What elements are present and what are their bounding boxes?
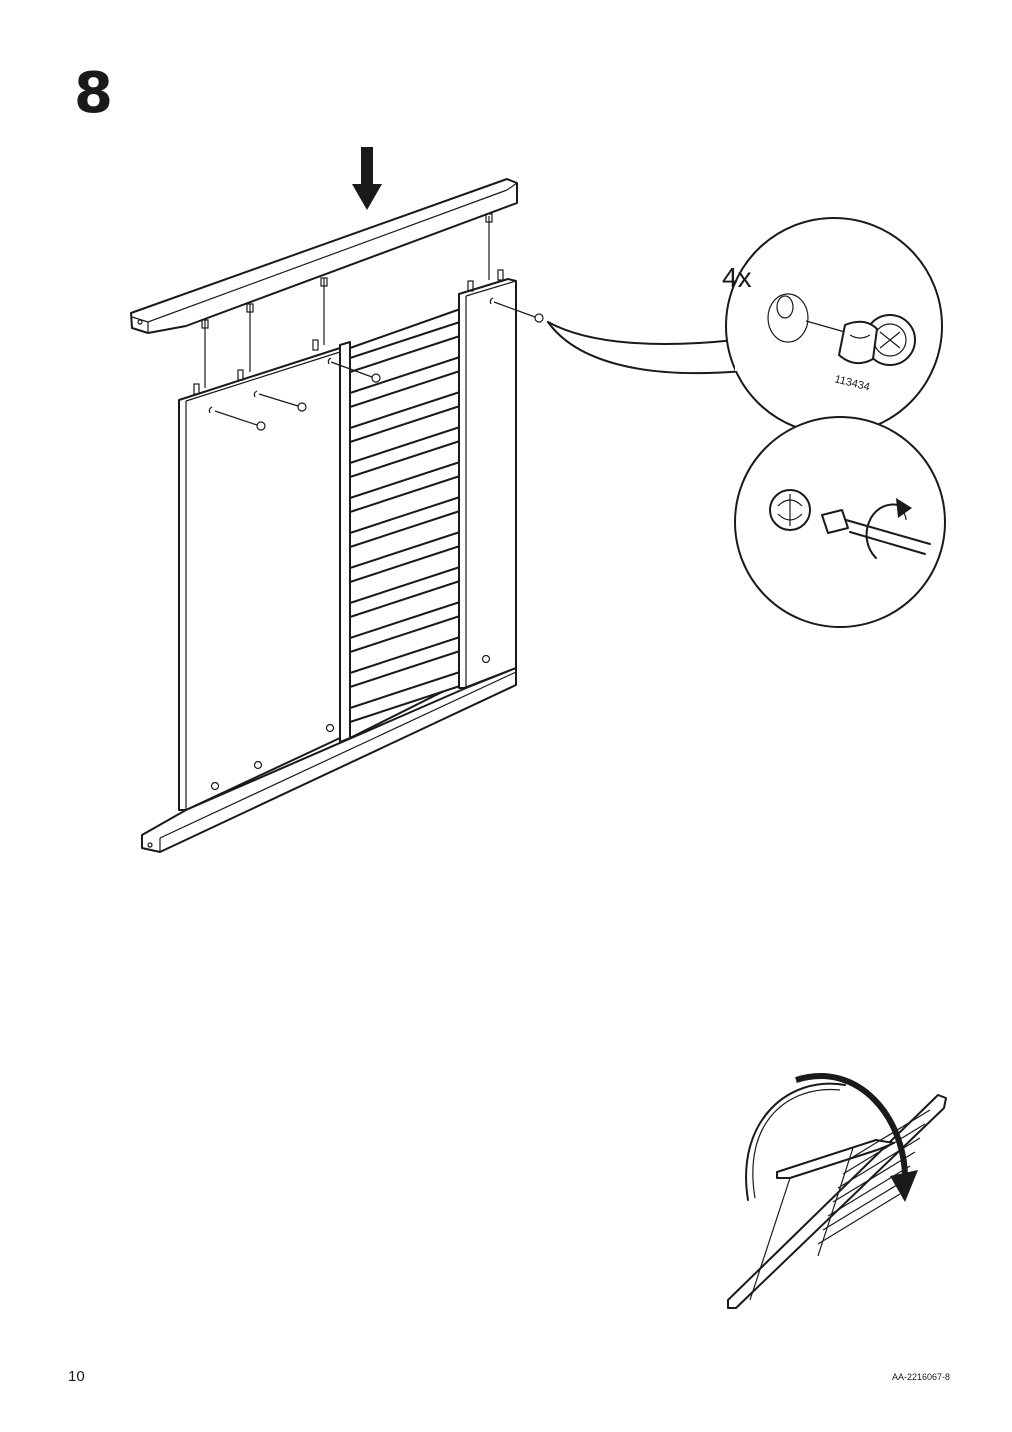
- callout-tightening: [734, 416, 946, 628]
- screwdriver-icon: [821, 509, 931, 555]
- right-panel: [458, 269, 544, 689]
- top-rail: [130, 178, 518, 388]
- callout-cam-lock: 4x 113434: [722, 217, 943, 435]
- rotate-arrow-icon: [865, 498, 912, 559]
- document-code: AA-2216067-8: [891, 1372, 950, 1382]
- cam-lock-icon: [838, 314, 916, 366]
- cam-lock-icon: [769, 489, 811, 531]
- step-number: 8: [74, 61, 113, 126]
- left-panel: [178, 339, 341, 811]
- rotate-arrow-icon: [745, 1073, 918, 1202]
- bottom-rail: [141, 667, 517, 853]
- down-arrow-icon: [352, 147, 382, 210]
- cam-lock-icon: [214, 393, 307, 431]
- page-number: 10: [68, 1368, 85, 1385]
- quantity-label: 4x: [722, 262, 752, 293]
- slats: [349, 319, 467, 723]
- slat-frame: [330, 306, 467, 743]
- flip-illustration: [727, 1073, 947, 1309]
